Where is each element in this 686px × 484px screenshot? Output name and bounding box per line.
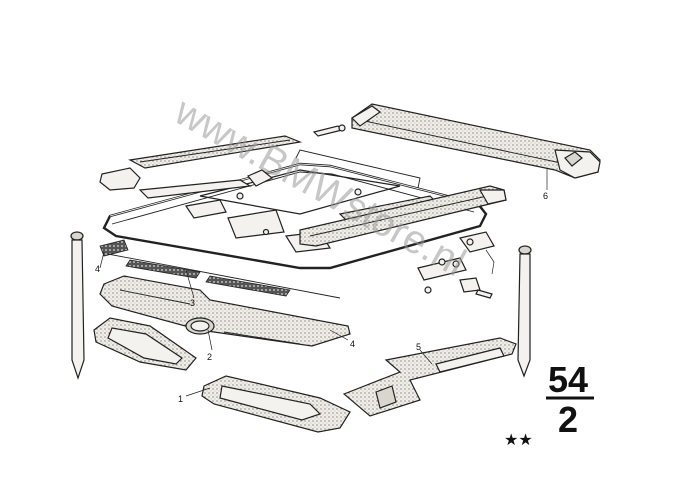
stiffener-panel (99, 275, 351, 347)
guide-pin-top (312, 124, 346, 137)
callout-1: 1 (178, 394, 183, 404)
group-sub-number: 2 (558, 399, 578, 440)
leader-lines (99, 168, 548, 397)
trim-panel-left (93, 317, 197, 371)
callout-3: 3 (190, 298, 195, 308)
callout-4-right: 4 (350, 339, 355, 349)
right-guide-rail (299, 185, 507, 247)
guide-pin-right (517, 245, 532, 378)
rear-corner-panel (342, 337, 517, 417)
group-main-number: 54 (548, 359, 588, 400)
trim-panel-right (201, 375, 351, 433)
callout-4-left: 4 (95, 264, 100, 274)
group-number: 54 2 ★★ (504, 359, 594, 449)
callout-5: 5 (416, 342, 421, 352)
rating-stars: ★★ (504, 430, 533, 449)
rear-frame-rail (351, 103, 601, 179)
hinge-hardware (417, 231, 495, 299)
callout-2: 2 (207, 352, 212, 362)
callout-6: 6 (543, 191, 548, 201)
guide-pin-left (70, 231, 85, 380)
left-guide-rail (99, 135, 303, 191)
